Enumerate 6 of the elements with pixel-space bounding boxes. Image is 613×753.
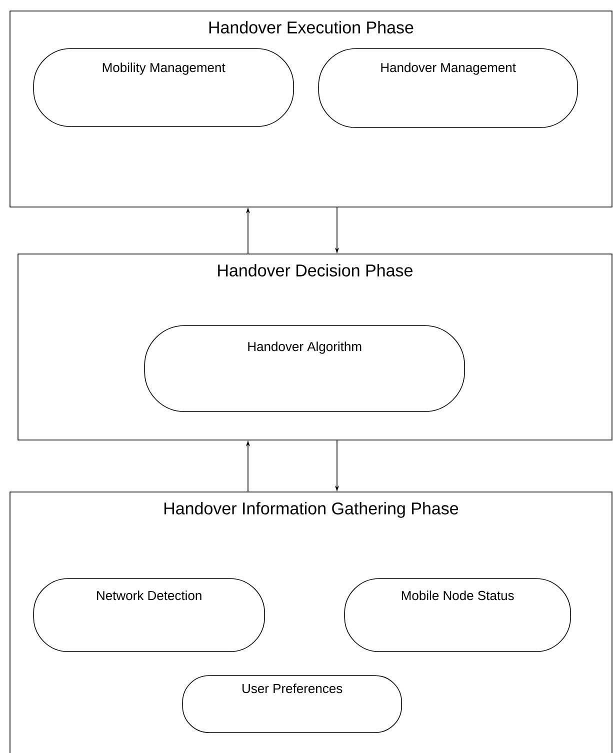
rounded-box: Network Detection: [33, 578, 265, 652]
rounded-box: User Preferences: [182, 675, 402, 733]
rounded-box: Handover Management: [318, 48, 578, 128]
rounded-box: Mobility Management: [33, 48, 294, 127]
rounded-box: Mobile Node Status: [344, 578, 571, 652]
rounded-box: Handover Algorithm: [144, 325, 465, 412]
